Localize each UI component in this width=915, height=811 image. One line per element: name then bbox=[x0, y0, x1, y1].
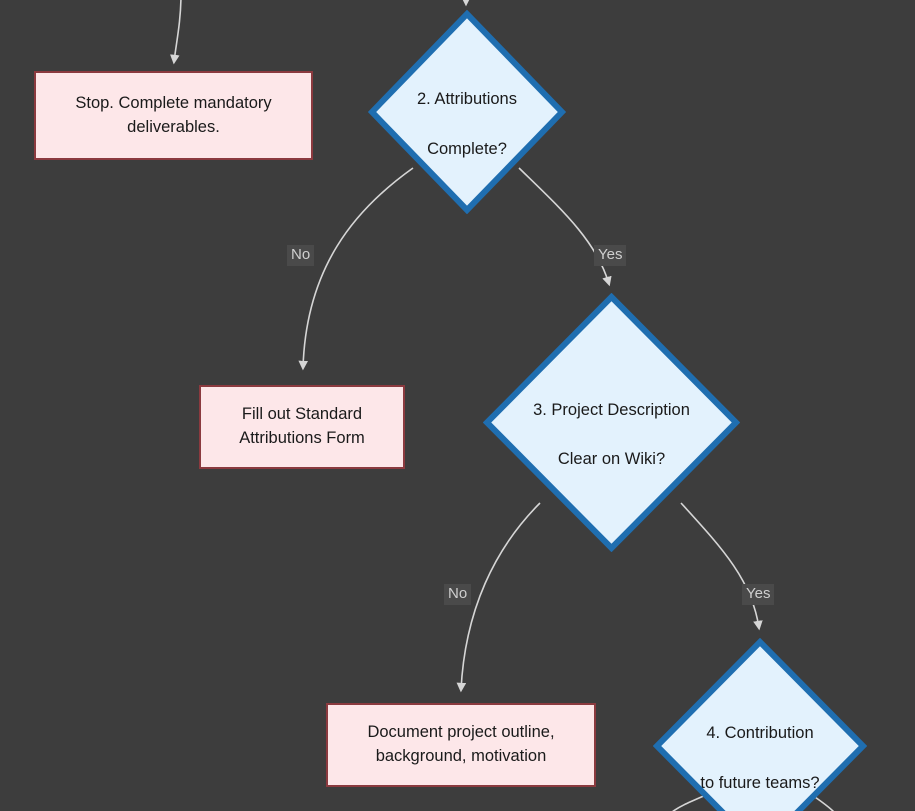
edge-label-decision2-no: No bbox=[287, 245, 315, 266]
node-decision-3-project-description-clear-on-wiki[interactable]: 3. Project Description Clear on Wiki? bbox=[483, 293, 740, 552]
node-label: Fill out Standard Attributions Form bbox=[239, 405, 365, 447]
edge-label-decision3-yes: Yes bbox=[742, 584, 775, 605]
node-label: 4. Contribution to future teams? bbox=[700, 724, 820, 792]
node-label: 2. Attributions Complete? bbox=[417, 90, 517, 158]
diamond-shape-icon bbox=[483, 293, 740, 552]
edge-label-decision3-no: No bbox=[444, 584, 472, 605]
node-document-project-outline[interactable]: Document project outline, background, mo… bbox=[326, 703, 596, 787]
diamond-shape-icon bbox=[653, 638, 867, 811]
diamond-shape-icon bbox=[368, 10, 566, 214]
node-label: Document project outline, background, mo… bbox=[367, 723, 555, 765]
node-decision-2-attributions-complete[interactable]: 2. Attributions Complete? bbox=[368, 10, 566, 214]
node-decision-4-contribution-to-future-teams[interactable]: 4. Contribution to future teams? bbox=[653, 638, 867, 811]
node-label: Stop. Complete mandatory deliverables. bbox=[75, 93, 272, 136]
node-fill-out-standard-attributions-form[interactable]: Fill out Standard Attributions Form bbox=[199, 385, 405, 469]
node-stop-complete-mandatory-deliverables[interactable]: Stop. Complete mandatory deliverables. bbox=[34, 71, 313, 160]
edge-label-decision2-yes: Yes bbox=[594, 245, 627, 266]
edge-to-stop-box bbox=[170, 0, 182, 65]
node-label: 3. Project Description Clear on Wiki? bbox=[533, 400, 690, 469]
